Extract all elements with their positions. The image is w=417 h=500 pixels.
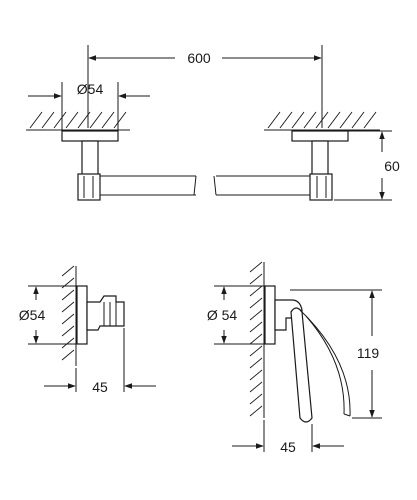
paper-holder-arm xyxy=(290,307,313,423)
hook-view: Ø54 45 xyxy=(19,265,156,395)
paper-holder-cover-inner xyxy=(305,315,345,415)
dim-hook-projection: 45 xyxy=(92,379,108,395)
right-rosette xyxy=(291,130,349,142)
right-wall-hatch xyxy=(264,111,380,131)
hook-wall-hatch xyxy=(61,265,77,366)
left-wall-hatch xyxy=(26,111,130,131)
paper-holder-wall-hatch xyxy=(249,261,265,418)
right-post xyxy=(311,140,329,180)
towel-bar-view: 600 Ø54 60 xyxy=(26,45,400,201)
dim-paper-holder-projection: 45 xyxy=(280,439,296,455)
paper-holder-rosette xyxy=(264,285,276,345)
paper-holder-arm-base xyxy=(274,299,303,331)
dim-paper-holder-rosette-diameter: Ø 54 xyxy=(207,307,238,323)
hook-body xyxy=(86,295,125,331)
dim-towel-bar-length: 600 xyxy=(187,50,211,66)
right-bar-end xyxy=(309,173,333,201)
bar-left-segment xyxy=(100,175,197,196)
dim-hook-rosette-diameter: Ø54 xyxy=(19,307,46,323)
left-rosette xyxy=(61,130,119,142)
hook-rosette xyxy=(76,285,88,345)
left-bar-end xyxy=(77,173,101,201)
bar-right-segment xyxy=(213,175,310,196)
paper-holder-view: Ø 54 119 45 xyxy=(207,261,382,455)
dim-towel-bar-rosette-diameter: Ø54 xyxy=(77,81,104,97)
dim-paper-holder-height: 119 xyxy=(357,345,380,361)
left-post xyxy=(81,140,99,180)
dim-towel-bar-projection: 60 xyxy=(384,158,400,174)
